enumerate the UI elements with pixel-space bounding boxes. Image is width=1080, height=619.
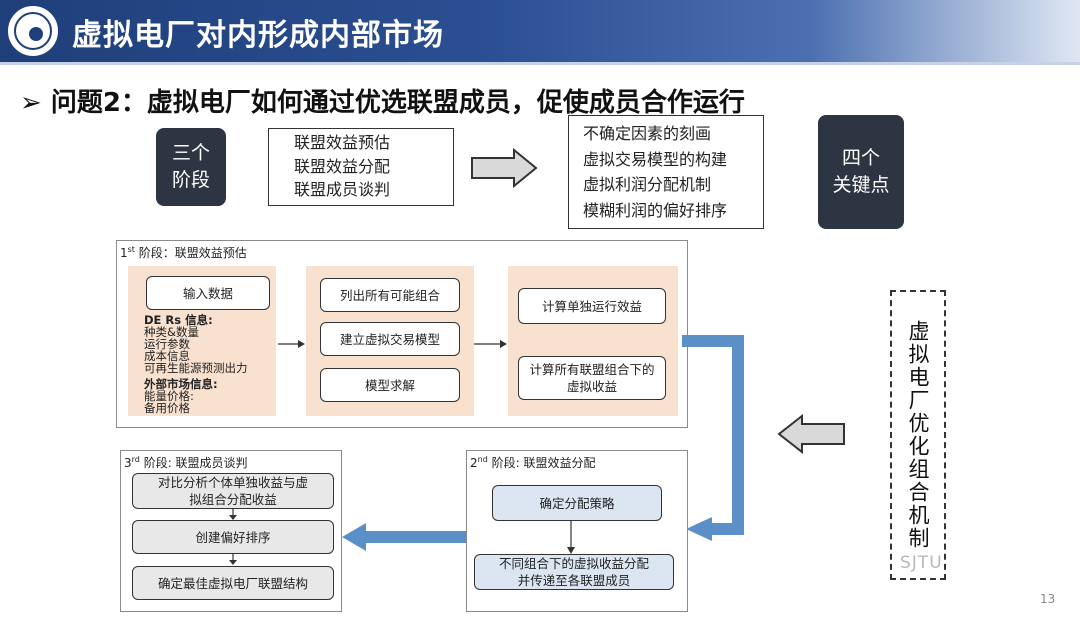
distribute-revenue-box: 不同组合下的虚拟收益分配 并传递至各联盟成员 xyxy=(474,554,674,590)
flow-arrow-icon xyxy=(474,340,507,348)
flow-arrow-icon xyxy=(278,340,305,348)
calc-individual-box: 计算单独运行效益 xyxy=(518,288,666,324)
key-points-list-box: 不确定因素的刻画 虚拟交易模型的构建 虚拟利润分配机制 模糊利润的偏好排序 xyxy=(568,115,764,229)
optimal-structure-box: 确定最佳虚拟电厂联盟结构 xyxy=(132,566,334,600)
university-logo-icon xyxy=(8,6,58,56)
key-point-item: 虚拟利润分配机制 xyxy=(583,175,712,194)
stage3-title: 3rd 阶段: 联盟成员谈判 xyxy=(124,455,248,470)
question-heading: ➢ 问题2：虚拟电厂如何通过优选联盟成员，促使成员合作运行 xyxy=(20,88,745,118)
calc-coalition-box: 计算所有联盟组合下的虚拟收益 xyxy=(518,356,666,400)
market-heading: 外部市场信息: xyxy=(144,377,218,391)
logo-center xyxy=(29,27,43,41)
ders-item: 成本信息 xyxy=(144,349,190,363)
left-arrow-icon xyxy=(777,414,845,454)
stage-item: 联盟效益分配 xyxy=(294,156,391,176)
create-preference-box: 创建偏好排序 xyxy=(132,520,334,554)
list-combinations-box: 列出所有可能组合 xyxy=(320,278,460,312)
determine-strategy-box: 确定分配策略 xyxy=(492,485,662,521)
key-point-item: 模糊利润的偏好排序 xyxy=(583,200,728,220)
distribute-revenue-line: 不同组合下的虚拟收益分配 xyxy=(498,556,649,571)
key-points-label-line: 四个 xyxy=(841,147,880,169)
key-point-item: 虚拟交易模型的构建 xyxy=(583,149,728,169)
key-point-item: 不确定因素的刻画 xyxy=(583,124,712,143)
solve-model-box: 模型求解 xyxy=(320,368,460,402)
stages-list-box: 联盟效益预估 联盟效益分配 联盟成员谈判 xyxy=(268,128,454,206)
key-points-label-line: 关键点 xyxy=(832,174,890,196)
market-item: 能量价格: xyxy=(144,389,194,403)
footer-logo: SJTU xyxy=(900,553,943,573)
stages-label-line: 三个 xyxy=(171,142,210,164)
ders-item: 运行参数 xyxy=(144,337,190,351)
down-arrow-icon xyxy=(229,554,237,565)
down-arrow-icon xyxy=(229,509,237,520)
right-arrow-icon xyxy=(471,148,538,188)
stages-label-box: 三个 阶段 xyxy=(156,128,226,206)
logo-ring xyxy=(14,12,52,50)
ders-item: 可再生能源预测出力 xyxy=(144,361,248,375)
build-model-box: 建立虚拟交易模型 xyxy=(320,322,460,356)
market-item: 备用价格 xyxy=(144,401,190,415)
compare-revenue-box: 对比分析个体单独收益与虚 拟组合分配收益 xyxy=(132,473,334,509)
blue-flow-arrow-icon xyxy=(682,335,744,541)
optimization-mechanism-label: 虚拟电厂优化组合机制 xyxy=(890,290,946,580)
blue-left-arrow-icon xyxy=(342,523,466,551)
stage-item: 联盟效益预估 xyxy=(294,133,391,152)
down-arrow-icon xyxy=(567,521,575,554)
compare-revenue-line: 拟组合分配收益 xyxy=(189,492,277,507)
stage2-title: 2nd 阶段: 联盟效益分配 xyxy=(470,455,596,470)
key-points-label-box: 四个 关键点 xyxy=(818,115,904,229)
ders-item: 种类&数量 xyxy=(144,325,199,339)
stage-item: 联盟成员谈判 xyxy=(294,180,391,199)
input-data-box: 输入数据 xyxy=(146,276,270,310)
page-title: 虚拟电厂对内形成内部市场 xyxy=(72,18,444,53)
compare-revenue-line: 对比分析个体单独收益与虚 xyxy=(157,475,308,490)
stage1-title: 1st 阶段：联盟效益预估 xyxy=(120,245,247,260)
page-number: 13 xyxy=(1040,592,1056,606)
title-bar xyxy=(0,0,1080,62)
ders-heading: DE Rs 信息: xyxy=(144,313,213,327)
distribute-revenue-line: 并传递至各联盟成员 xyxy=(517,573,631,588)
header-divider xyxy=(0,62,1080,65)
stages-label-line: 阶段 xyxy=(171,169,210,191)
